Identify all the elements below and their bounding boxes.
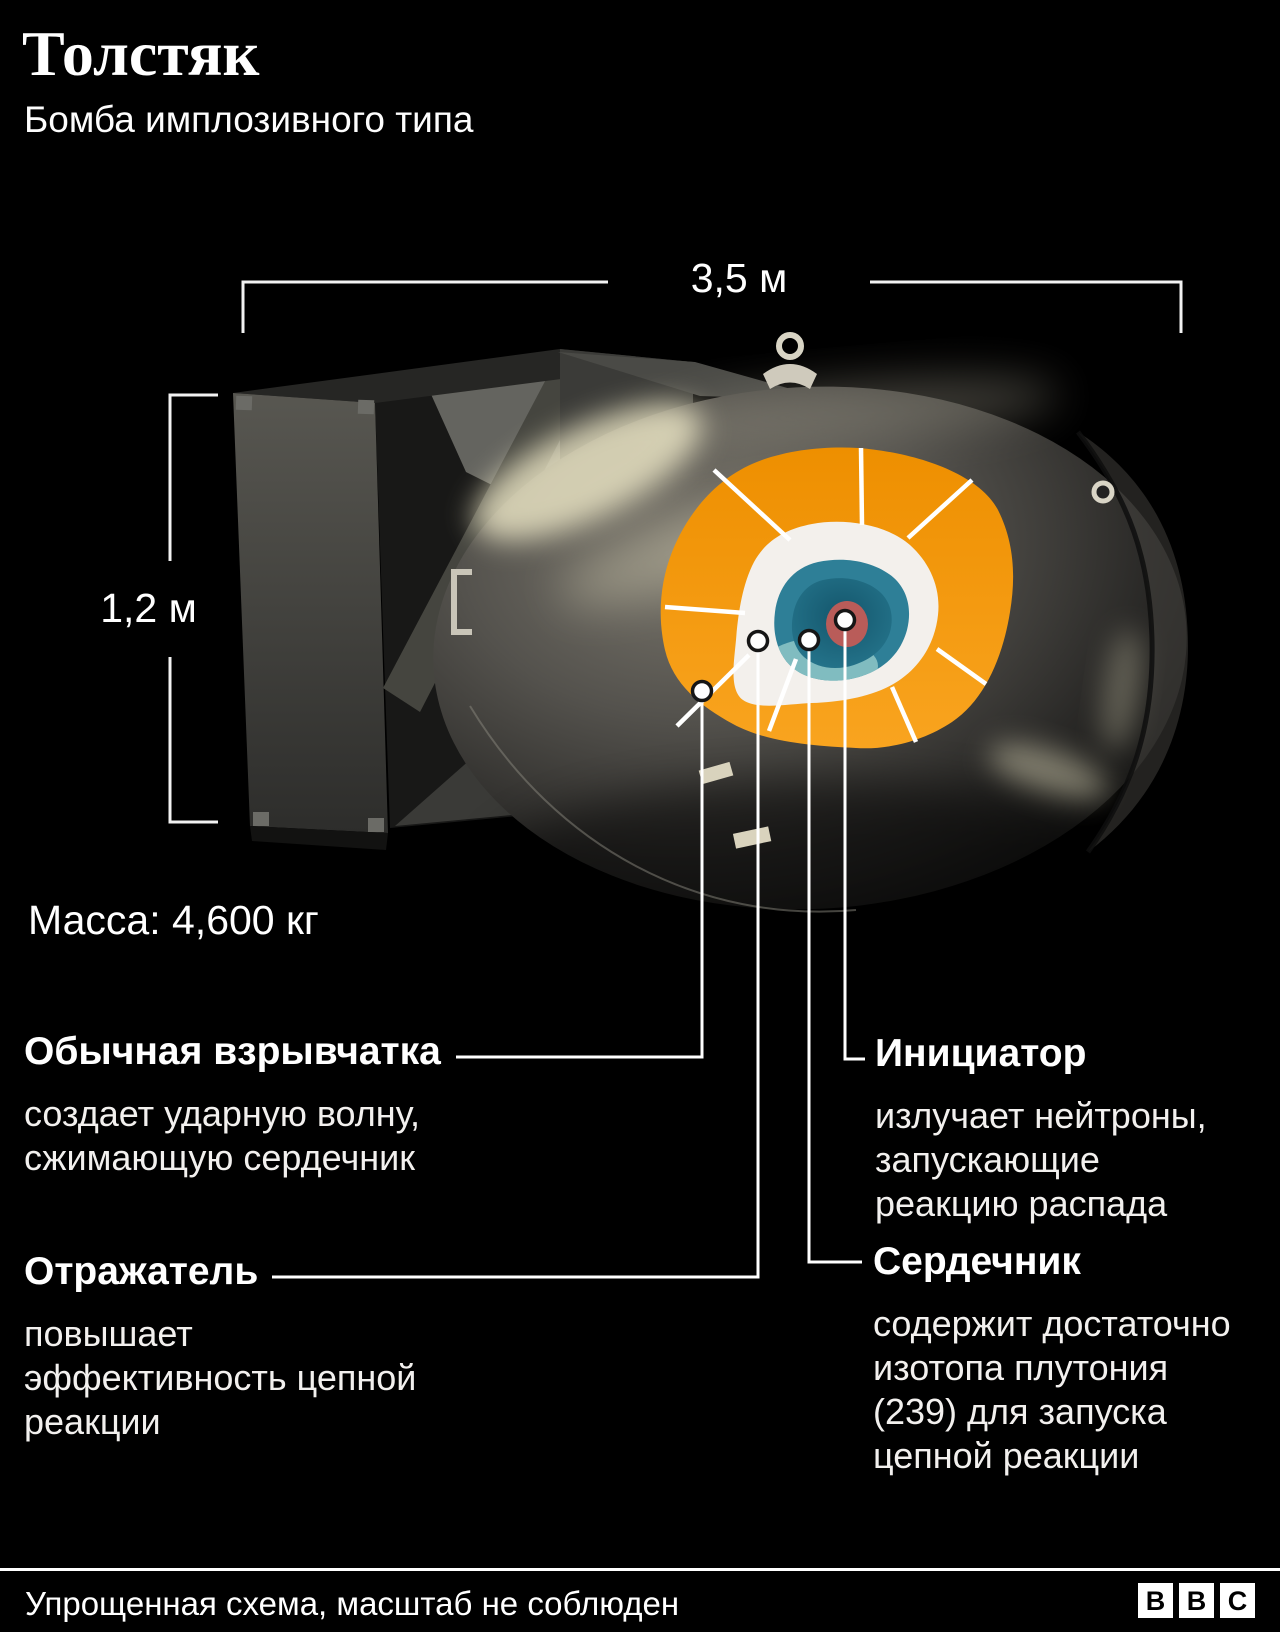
marker-core [797,628,821,652]
footer-divider [0,1568,1280,1571]
markers [690,608,857,703]
cutaway [660,447,1014,749]
marker-explosive [690,679,714,703]
leader-explosive [456,700,704,1059]
callout-core-title: Сердечник [873,1240,1081,1283]
callout-core-desc: содержит достаточно изотопа плутония (23… [873,1302,1263,1478]
shackle-base [763,364,817,389]
desc-line: изотопа плутония [873,1347,1169,1388]
page-subtitle: Бомба имплозивного типа [24,99,474,140]
desc-line: эффективность цепной [24,1357,417,1398]
desc-line: реакции [24,1401,161,1442]
marker-reflector [746,629,770,653]
callout-reflector: Отражатель повышает эффективность цепной… [24,1250,484,1444]
desc-line: создает ударную волну, [24,1093,421,1134]
callout-core: Сердечник содержит достаточно изотопа пл… [873,1240,1263,1478]
dimension-brackets [168,280,1183,824]
page-title: Толстяк [22,18,260,89]
bbc-logo-letter: B [1138,1583,1173,1618]
height-dimension-label: 1,2 м [100,585,197,631]
desc-line: повышает [24,1313,193,1354]
length-bracket [241,280,1183,333]
callout-explosive-title: Обычная взрывчатка [24,1030,441,1073]
callout-explosive-desc: создает ударную волну, сжимающую сердечн… [24,1092,484,1180]
footer-note: Упрощенная схема, масштаб не соблюден [25,1585,680,1622]
leader-initiator [843,629,865,1061]
desc-line: сжимающую сердечник [24,1137,415,1178]
desc-line: цепной реакции [873,1435,1140,1476]
length-dimension-label: 3,5 м [690,255,788,301]
callout-reflector-desc: повышает эффективность цепной реакции [24,1312,484,1444]
leader-core [807,649,862,1264]
lug [732,826,772,849]
leader-lines [272,629,865,1279]
callout-explosive: Обычная взрывчатка создает ударную волну… [24,1030,484,1180]
desc-line: (239) для запуска [873,1391,1167,1432]
bbc-logo: B B C [1138,1583,1255,1618]
bbc-logo-letter: C [1220,1583,1255,1618]
desc-line: запускающие [875,1139,1100,1180]
callout-initiator-title: Инициатор [875,1032,1087,1075]
eyelet [1091,480,1115,504]
callout-initiator-desc: излучает нейтроны, запускающие реакцию р… [875,1094,1255,1226]
shackle-ring [776,332,804,360]
desc-line: излучает нейтроны, [875,1095,1207,1136]
callout-initiator: Инициатор излучает нейтроны, запускающие… [875,1032,1255,1226]
height-bracket [168,393,218,824]
nose-bracket [451,569,472,635]
marker-initiator [833,608,857,632]
callout-reflector-title: Отражатель [24,1250,259,1293]
leader-reflector [272,650,760,1279]
lug [698,761,734,785]
bbc-logo-letter: B [1179,1583,1214,1618]
desc-line: реакцию распада [875,1183,1168,1224]
mass-label: Масса: 4,600 кг [28,897,319,943]
desc-line: содержит достаточно [873,1303,1231,1344]
